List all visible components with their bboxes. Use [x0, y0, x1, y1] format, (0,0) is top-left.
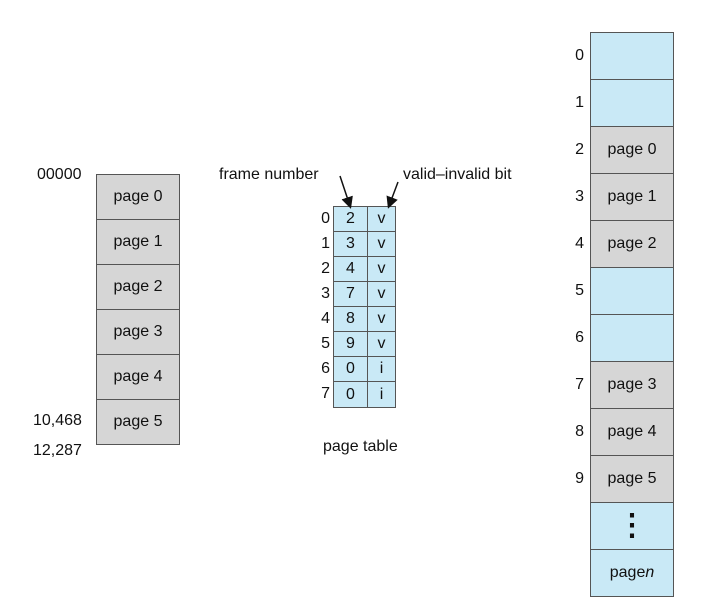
- logical-page: page 1: [96, 219, 180, 264]
- frame-number-cell: 8: [334, 307, 368, 331]
- frame-number-cell: 3: [334, 232, 368, 256]
- physical-frame: page 3: [590, 361, 674, 408]
- frame-number-arrow: [339, 175, 353, 209]
- frame-number-cell: 9: [334, 332, 368, 356]
- page-table-index: 7: [321, 384, 330, 402]
- physical-frame-index: 2: [575, 140, 584, 158]
- logical-page: page 5: [96, 399, 180, 445]
- physical-frame: page 2: [590, 220, 674, 267]
- page-table-index: 0: [321, 209, 330, 227]
- physical-frame: page 4: [590, 408, 674, 455]
- ellipsis-frame: ⋮: [590, 502, 674, 549]
- physical-frame: [590, 79, 674, 126]
- physical-frame-index: 1: [575, 93, 584, 111]
- page-table-label: page table: [323, 438, 398, 455]
- physical-frame-index: 9: [575, 469, 584, 487]
- physical-frame: page 0: [590, 126, 674, 173]
- physical-frame: page 5: [590, 455, 674, 502]
- valid-invalid-cell: v: [368, 257, 395, 281]
- valid-invalid-cell: v: [368, 207, 395, 231]
- address-label-page5-start: 10,468: [33, 412, 82, 429]
- valid-invalid-cell: v: [368, 232, 395, 256]
- page-table-index: 6: [321, 359, 330, 377]
- physical-frame-index: 4: [575, 234, 584, 252]
- address-label-start: 00000: [37, 166, 82, 183]
- valid-invalid-arrow: [386, 181, 399, 209]
- frame-number-label: frame number: [219, 166, 319, 183]
- valid-invalid-cell: v: [368, 282, 395, 306]
- valid-invalid-cell: v: [368, 332, 395, 356]
- physical-frame: page 1: [590, 173, 674, 220]
- valid-invalid-cell: i: [368, 357, 395, 381]
- valid-invalid-bit-label: valid–invalid bit: [403, 166, 512, 183]
- physical-frame-index: 0: [575, 46, 584, 64]
- frame-number-cell: 4: [334, 257, 368, 281]
- page-table-index: 3: [321, 284, 330, 302]
- frame-number-cell: 0: [334, 357, 368, 381]
- logical-page: page 3: [96, 309, 180, 354]
- logical-page: page 0: [96, 174, 180, 219]
- physical-frame-index: 6: [575, 328, 584, 346]
- page-table-index: 5: [321, 334, 330, 352]
- frame-number-cell: 2: [334, 207, 368, 231]
- physical-frame: [590, 314, 674, 361]
- physical-frame-indices: 0 1 2 3 4 5 6 7 8 9: [568, 32, 584, 502]
- physical-frame-index: 5: [575, 281, 584, 299]
- page-table-index: 1: [321, 234, 330, 252]
- frame-number-cell: 0: [334, 382, 368, 407]
- page-table-index: 4: [321, 309, 330, 327]
- physical-frame-index: 3: [575, 187, 584, 205]
- logical-page: page 2: [96, 264, 180, 309]
- physical-frame: page n: [590, 549, 674, 597]
- physical-frame: [590, 267, 674, 314]
- physical-frame: [590, 32, 674, 79]
- address-label-end: 12,287: [33, 442, 82, 459]
- page-table-indices: 0 1 2 3 4 5 6 7: [312, 206, 330, 406]
- page-table-index: 2: [321, 259, 330, 277]
- frame-number-cell: 7: [334, 282, 368, 306]
- physical-frame-index: 7: [575, 375, 584, 393]
- logical-page: page 4: [96, 354, 180, 399]
- valid-invalid-cell: i: [368, 382, 395, 407]
- valid-invalid-cell: v: [368, 307, 395, 331]
- physical-frame-index: 8: [575, 422, 584, 440]
